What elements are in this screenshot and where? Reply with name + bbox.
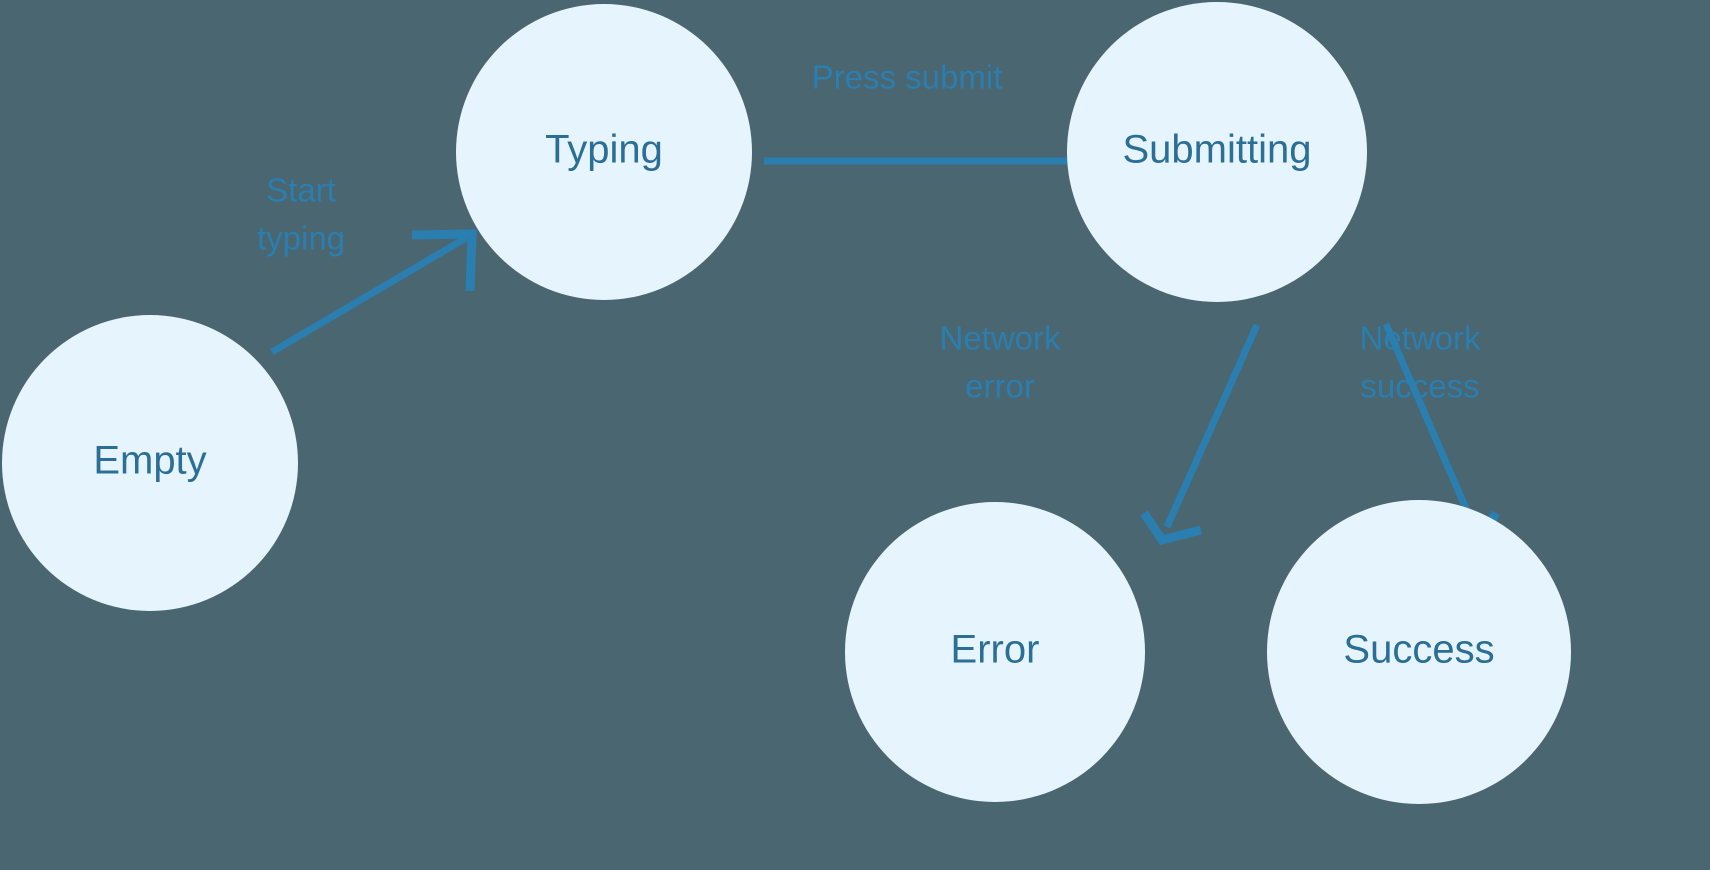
edge-line-empty-to-typing — [270, 234, 468, 356]
node-empty-circle[interactable] — [2, 315, 298, 611]
edge-line-submitting-to-error — [1163, 323, 1261, 529]
edge-label-submitting-to-success-line1: Network — [1359, 320, 1481, 357]
edge-label-submitting-to-success: Network success — [1359, 320, 1481, 405]
edge-label-empty-to-typing: Start typing — [257, 172, 345, 257]
edge-empty-to-typing — [270, 229, 477, 356]
arrowhead-empty-to-typing — [411, 229, 477, 292]
edge-line-submitting-to-success — [1382, 322, 1478, 529]
node-error[interactable]: Error — [845, 502, 1145, 802]
edge-submitting-to-error — [1140, 323, 1261, 546]
node-error-circle[interactable] — [845, 502, 1145, 802]
arrowhead-submitting-to-error — [1140, 510, 1203, 546]
edge-label-submitting-to-error-line1: Network — [939, 320, 1061, 357]
node-success-label: Success — [1343, 628, 1494, 672]
edge-label-empty-to-typing-line1: Start — [266, 172, 336, 209]
node-typing-circle[interactable] — [456, 4, 752, 300]
node-empty[interactable]: Empty — [2, 315, 298, 611]
node-submitting-label: Submitting — [1123, 128, 1312, 172]
node-success[interactable]: Success — [1267, 500, 1571, 804]
node-typing[interactable]: Typing — [456, 4, 752, 300]
node-submitting[interactable]: Submitting — [1067, 2, 1367, 302]
edge-label-empty-to-typing-line2: typing — [257, 220, 345, 257]
edge-label-submitting-to-error: Network error — [939, 320, 1061, 405]
edge-label-submitting-to-success-line2: success — [1360, 368, 1479, 405]
node-error-label: Error — [951, 628, 1040, 672]
edge-label-submitting-to-error-line2: error — [965, 368, 1035, 405]
edge-label-typing-to-submitting: Press submit — [812, 59, 1003, 96]
node-empty-label: Empty — [93, 439, 206, 483]
edge-label-typing-to-submitting-line1: Press submit — [812, 59, 1003, 96]
node-typing-label: Typing — [545, 128, 663, 172]
node-submitting-circle[interactable] — [1067, 2, 1367, 302]
node-success-circle[interactable] — [1267, 500, 1571, 804]
